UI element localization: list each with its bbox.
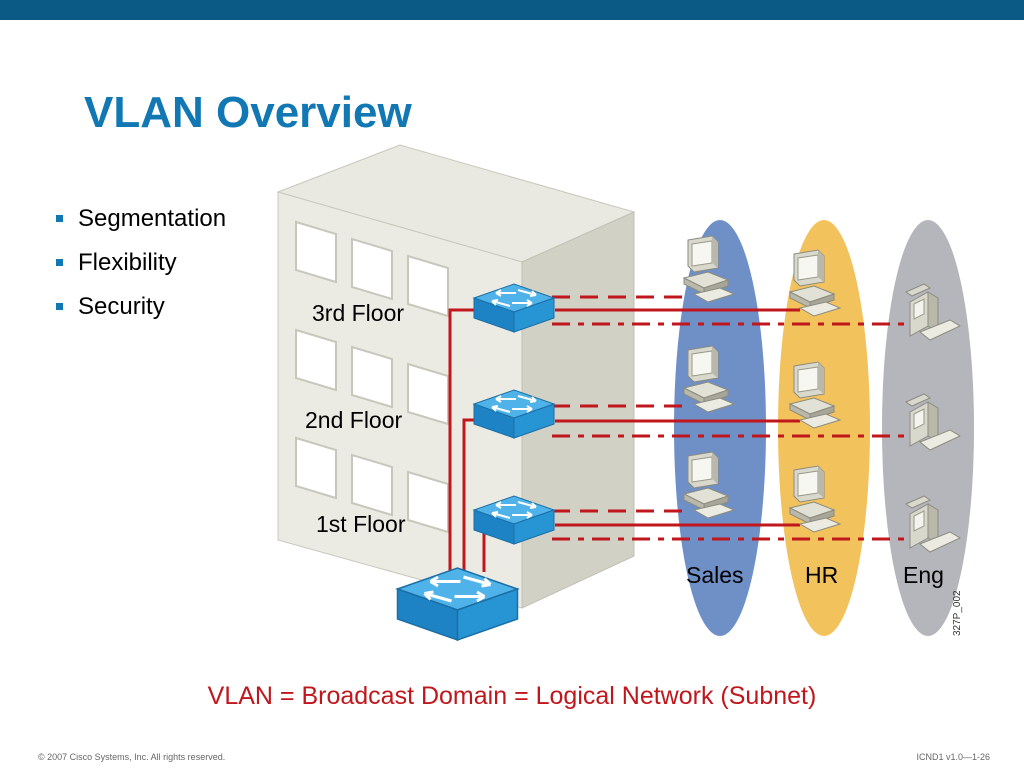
slide-title: VLAN Overview [84,88,412,137]
bullet-text: Security [78,293,165,320]
bullet-item: Security [54,292,226,336]
bullet-text: Segmentation [78,205,227,232]
bullet-item: Segmentation [54,204,226,248]
square-bullet-icon [56,303,63,310]
group-label-hr: HR [805,562,839,588]
copyright-footer: © 2007 Cisco Systems, Inc. All rights re… [38,752,226,762]
figure-code: 327P_002 [952,590,963,636]
floor-label-1st: 1st Floor [316,511,406,537]
square-bullet-icon [56,215,63,222]
diagram-caption: VLAN = Broadcast Domain = Logical Networ… [207,682,817,710]
floor-label-2nd: 2nd Floor [305,407,403,433]
group-label-eng: Eng [903,562,944,588]
top-brand-bar [0,0,1024,20]
bullet-list: Segmentation Flexibility Security [54,204,226,336]
group-label-sales: Sales [686,562,744,588]
vlan-links [448,295,910,584]
slide-number-footer: ICND1 v1.0—1-26 [916,752,990,762]
floor-label-3rd: 3rd Floor [312,300,405,326]
bullet-text: Flexibility [78,249,177,276]
square-bullet-icon [56,259,63,266]
bullet-item: Flexibility [54,248,226,292]
